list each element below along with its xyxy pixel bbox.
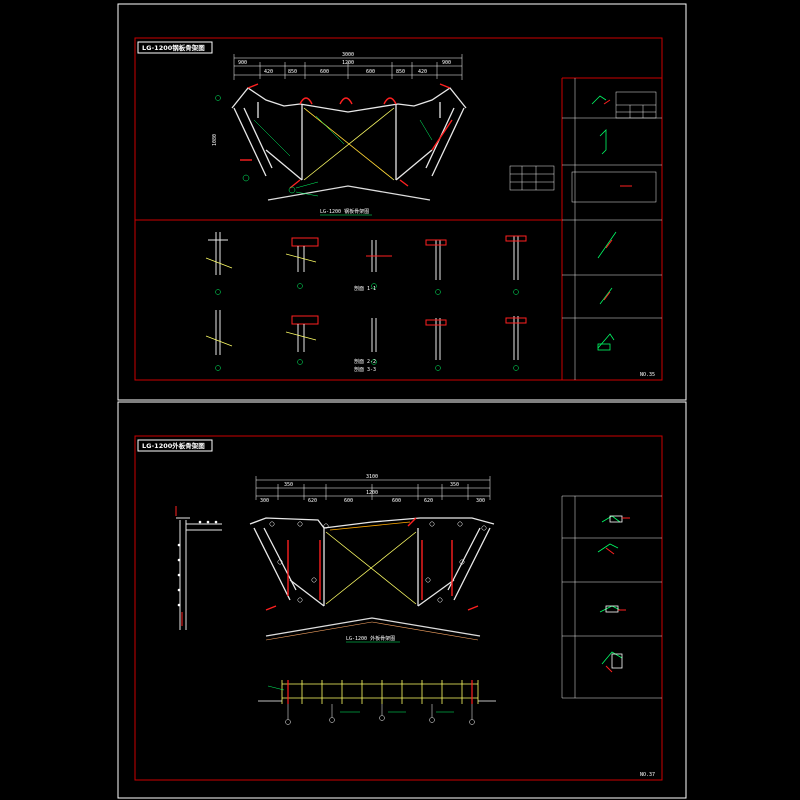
sheet-1-section-b: 剖面 2-2 (354, 358, 376, 365)
sheet-2-title-box (137, 439, 213, 452)
sheet-1-elev-caption: LG-1200 钢板骨架图 (320, 208, 369, 215)
svg-text:620: 620 (424, 498, 433, 504)
svg-text:420: 420 (264, 69, 273, 75)
sheet-1-dimensions (233, 54, 463, 80)
sheet-1-dim-top-labels: 900 420 850 600 600 850 420 900 (238, 60, 451, 75)
sheet-2-side-view (176, 517, 222, 630)
sheet-2: LG-1200外板骨架图 3100 1200 300 350 620 600 6… (117, 401, 687, 799)
svg-text:900: 900 (442, 60, 451, 66)
sheet-2-dimensions (255, 476, 491, 500)
sheet-1-title-box (137, 41, 213, 54)
sheet-1-dim-total: 3000 (342, 52, 354, 58)
sheet-1-bracing (303, 107, 395, 181)
sheet-1-section-c: 剖面 3-3 (354, 366, 376, 373)
sheet-2-detail-red (605, 517, 630, 673)
sheet-1-height-dim: 1080 (212, 134, 218, 146)
sheet-2-dim-top-labels: 300 350 620 600 600 620 350 300 (260, 482, 485, 504)
svg-text:600: 600 (392, 498, 401, 504)
svg-text:850: 850 (396, 69, 405, 75)
svg-text:300: 300 (260, 498, 269, 504)
sheet-2-dim-mid: 1200 (366, 490, 378, 496)
sheet-2-frame (134, 435, 663, 781)
svg-text:600: 600 (366, 69, 375, 75)
sheet-1-section-row-1 (208, 232, 527, 280)
svg-text:600: 600 (344, 498, 353, 504)
sheet-2-border (117, 401, 687, 799)
sheet-1-elevation (231, 87, 467, 201)
sheet-1-frame (134, 37, 663, 381)
sheet-1-section-diagonals (205, 253, 317, 347)
sheet-1: LG-1200钢板骨架图 3000 1200 900 420 850 600 6… (117, 3, 687, 401)
sheet-1-title: LG-1200钢板骨架图 (142, 43, 205, 52)
svg-text:350: 350 (450, 482, 459, 488)
sheet-2-rail-red (287, 680, 473, 704)
sheet-2-rail-bubbles (285, 704, 475, 725)
sheet-2-elevation (249, 517, 495, 641)
sheet-1-border (117, 3, 687, 401)
sheet-2-bracing (325, 521, 417, 605)
sheet-1-detail-column (509, 78, 662, 380)
sheet-2-elev-caption: LG-1200 外板骨架图 (346, 635, 395, 642)
sheet-1-dim-mid: 1200 (342, 60, 354, 66)
sheet-2-sheet-no: NO.37 (640, 772, 655, 778)
sheet-2-side-bolts (177, 520, 218, 607)
svg-text:620: 620 (308, 498, 317, 504)
svg-text:900: 900 (238, 60, 247, 66)
sheet-2-detail-column (561, 495, 662, 699)
svg-text:600: 600 (320, 69, 329, 75)
svg-text:350: 350 (284, 482, 293, 488)
svg-text:420: 420 (418, 69, 427, 75)
sheet-1-red-members (240, 83, 453, 189)
sheet-2-elev-bubbles (269, 521, 487, 603)
sheet-2-red-members (265, 517, 479, 611)
svg-text:850: 850 (288, 69, 297, 75)
sheet-1-detail-red (603, 99, 632, 301)
sheet-1-sheet-no: NO.35 (640, 372, 655, 378)
sheet-1-section-a: 剖面 1-1 (354, 285, 376, 292)
svg-text:300: 300 (476, 498, 485, 504)
sheet-2-rail-plan (281, 680, 479, 704)
sheet-2-rail-leaders (267, 685, 454, 713)
sheet-2-dim-total: 3100 (366, 474, 378, 480)
sheet-1-detail-marks (591, 95, 617, 351)
sheet-2-detail-marks (597, 515, 623, 669)
sheet-1-section-row-2 (215, 310, 527, 360)
sheet-1-section-bubbles (215, 283, 519, 371)
sheet-2-title: LG-1200外板骨架图 (142, 441, 205, 450)
sheet-1-annotations (215, 95, 433, 197)
